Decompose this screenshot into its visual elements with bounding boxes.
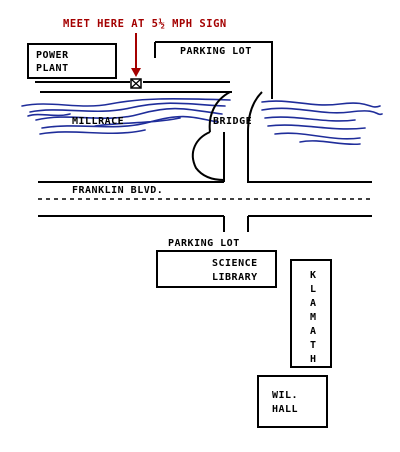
klamath-letter: T [310, 340, 317, 351]
power-plant-building [27, 43, 117, 79]
science-library-label-2: LIBRARY [212, 272, 258, 283]
wil-hall-label-2: HALL [272, 404, 298, 415]
south-entry-road [223, 216, 249, 232]
klamath-letter: L [310, 284, 317, 295]
millrace-water [21, 98, 383, 146]
klamath-letter: A [310, 326, 317, 337]
callout-arrow [131, 33, 141, 77]
klamath-building [290, 259, 332, 368]
franklin-blvd-road [38, 181, 372, 217]
bridge-structure [191, 91, 372, 183]
bridge-label: BRIDGE [213, 116, 252, 127]
south-parking-lot-label: PARKING LOT [168, 238, 240, 249]
science-library-building [156, 250, 277, 288]
north-parking-lot-outline [154, 41, 273, 99]
klamath-letter: K [310, 270, 317, 281]
klamath-letter: M [310, 312, 317, 323]
power-plant-label-2: PLANT [36, 63, 69, 74]
science-library-label-1: SCIENCE [212, 258, 258, 269]
millrace-label: MILLRACE [72, 116, 124, 127]
klamath-letter: H [310, 354, 317, 365]
crossed-box-icon [130, 78, 142, 89]
klamath-letter: A [310, 298, 317, 309]
power-plant-label-1: POWER [36, 50, 69, 61]
klamath-label: K L A M A T H [310, 270, 317, 365]
wil-hall-label-1: WIL. [272, 390, 298, 401]
north-parking-lot-label: PARKING LOT [180, 46, 252, 57]
franklin-blvd-label: FRANKLIN BLVD. [72, 185, 163, 196]
north-service-road [35, 81, 232, 93]
callout-text: MEET HERE AT 5½ MPH SIGN [63, 18, 227, 30]
wil-hall-building [257, 375, 328, 428]
